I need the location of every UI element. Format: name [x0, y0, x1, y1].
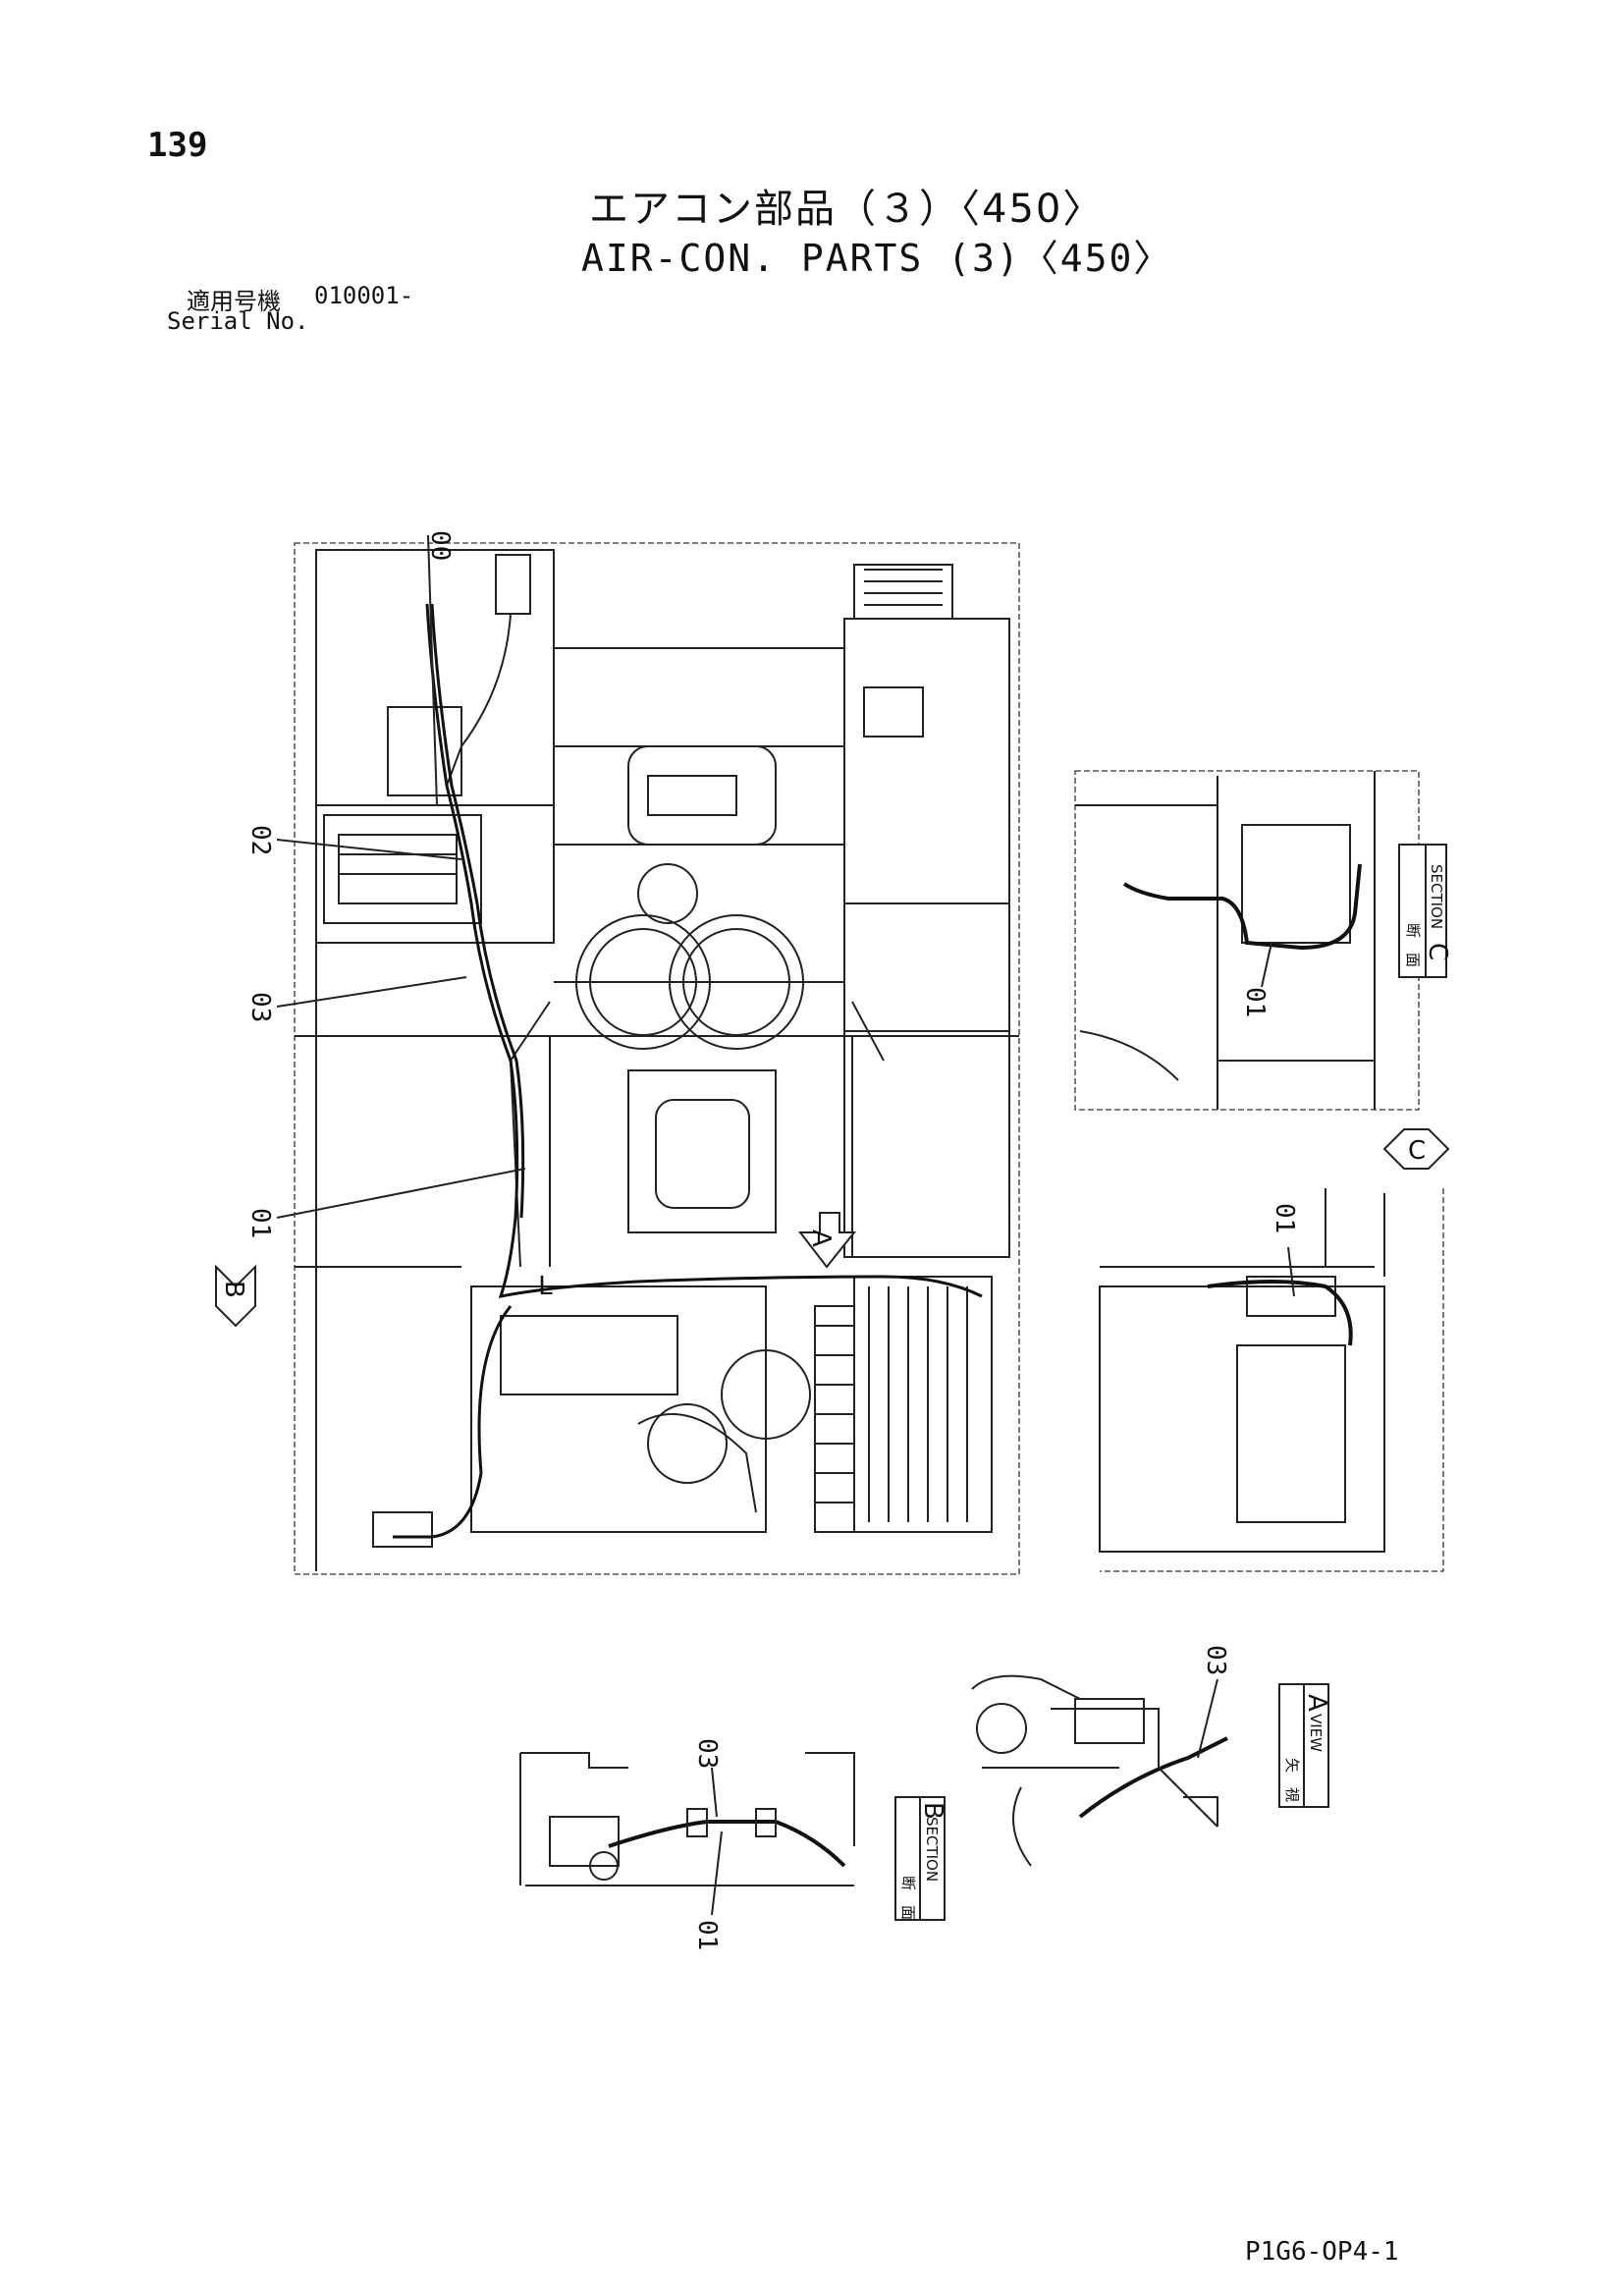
serial-label-english: Serial No. — [167, 307, 309, 335]
page-title-japanese: エアコン部品（３）〈450〉 — [589, 187, 1105, 232]
section-b-letter: B — [918, 1802, 947, 1820]
section-c-detail: 01 断 面 SECTION C — [1074, 770, 1452, 1111]
view-a-detail: 03 矢 視 VIEW A — [971, 1645, 1331, 1867]
view-arrow-b: B — [215, 1264, 256, 1328]
view-arrow-c: C — [1382, 1128, 1450, 1170]
page-number: 139 — [147, 126, 208, 165]
view-arrow-a: A — [797, 1212, 857, 1269]
view-a-letter: A — [1302, 1694, 1331, 1712]
arrow-b-letter: B — [219, 1281, 248, 1298]
callout-00: 00 — [425, 530, 455, 561]
section-c-jp-label: 断 面 — [1404, 923, 1422, 967]
arrow-c-letter: C — [1408, 1136, 1426, 1166]
section-b-callout-03: 03 — [692, 1738, 722, 1769]
view-a-callout-03: 03 — [1201, 1645, 1230, 1675]
view-a-jp-label: 矢 視 — [1283, 1758, 1301, 1802]
section-b-en-label: SECTION — [923, 1817, 941, 1882]
arrow-a-letter: A — [806, 1230, 836, 1247]
page-title-english: AIR-CON. PARTS (3)〈450〉 — [581, 237, 1173, 280]
section-b-callout-01: 01 — [692, 1920, 722, 1950]
section-b-jp-label: 断 面 — [899, 1876, 917, 1920]
section-c-letter: C — [1423, 943, 1452, 960]
serial-number-value: 010001- — [314, 282, 414, 309]
section-c-en-label: SECTION — [1428, 864, 1445, 929]
section-b-detail: 03 01 断 面 SECTION B — [519, 1738, 947, 1950]
main-callouts: 00 02 03 01 — [245, 530, 526, 1238]
callout-01: 01 — [245, 1208, 275, 1238]
callout-02: 02 — [245, 825, 275, 855]
serial-label-japanese: 適用号機 — [187, 288, 281, 315]
hose-mark-l: L — [538, 1272, 554, 1301]
view-a-en-label: VIEW — [1307, 1714, 1325, 1752]
callout-03: 03 — [245, 992, 275, 1022]
section-c-callout-01: 01 — [1240, 987, 1270, 1017]
document-code: P1G6-OP4-1 — [1245, 2237, 1399, 2267]
main-plan-view: L — [294, 542, 1020, 1575]
view-c-detail: 01 — [1099, 1188, 1444, 1572]
view-c-callout-01: 01 — [1270, 1203, 1299, 1233]
